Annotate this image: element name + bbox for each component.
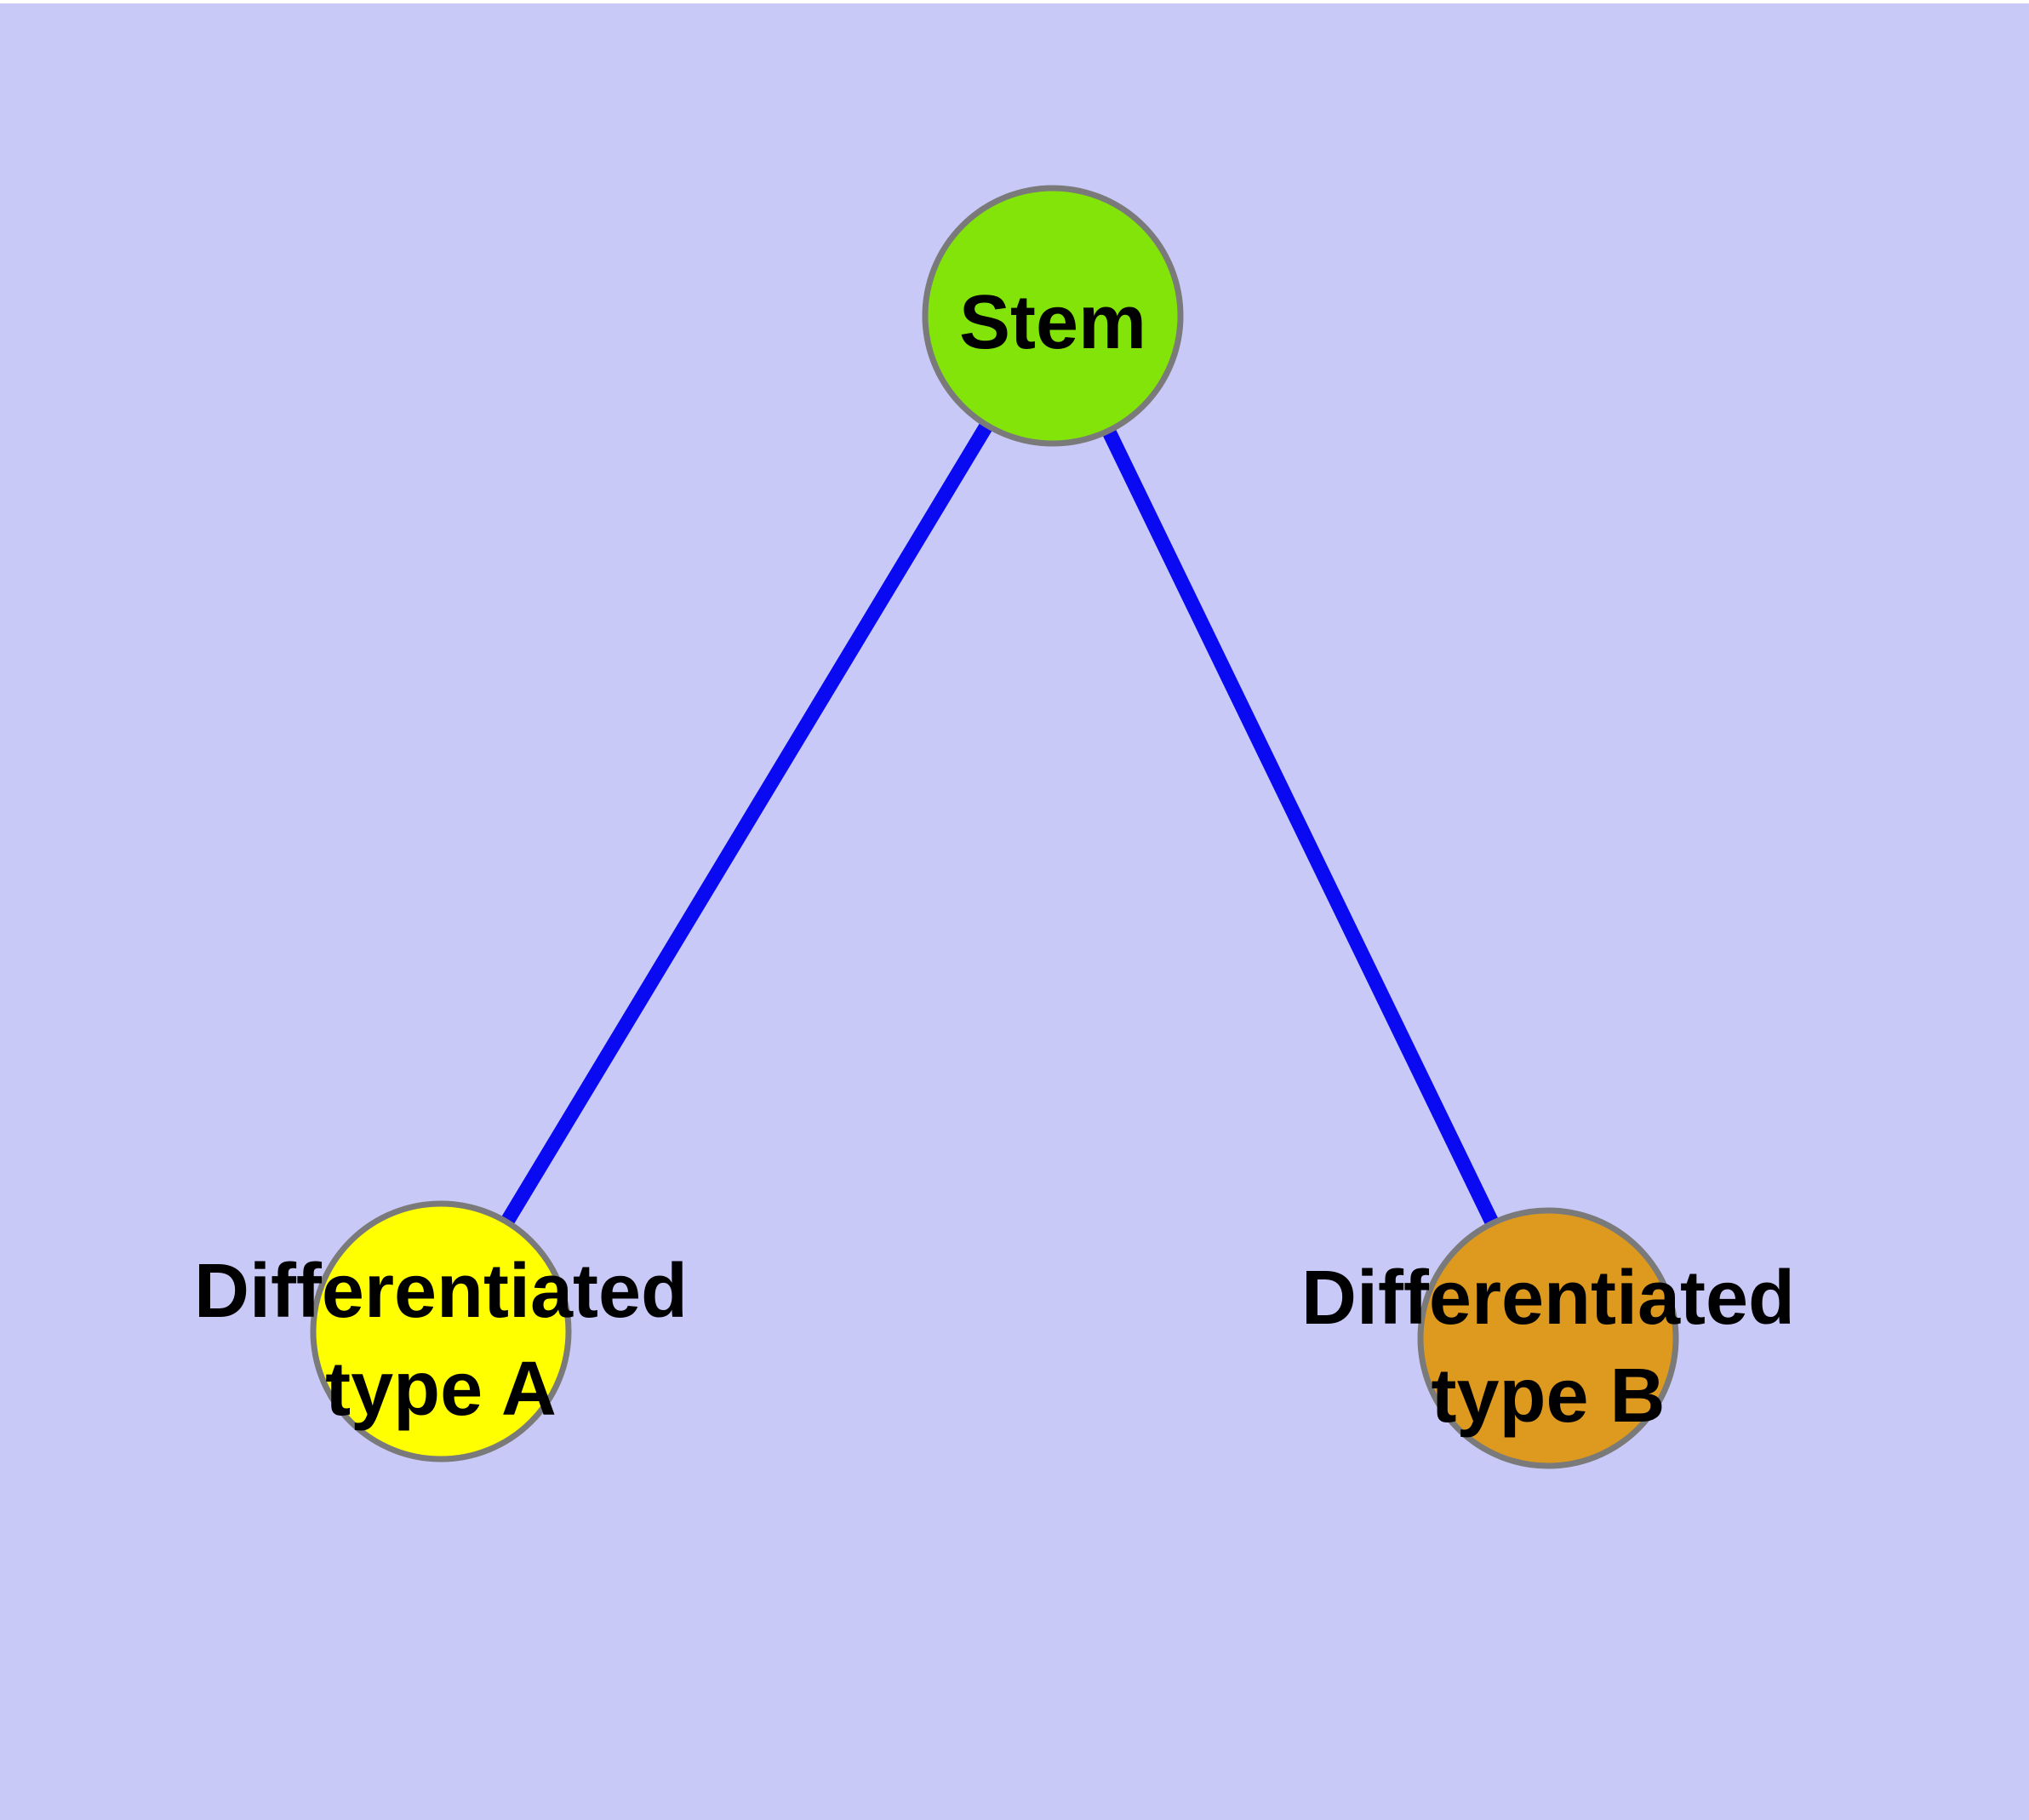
edge-stem-to-type-b — [1046, 312, 1555, 1342]
node-stem — [922, 185, 1184, 447]
node-differentiated-type-b — [1417, 1207, 1679, 1469]
node-type-b-label-line1: Differentiated — [1301, 1256, 1795, 1341]
node-stem-label: Stem — [959, 280, 1146, 365]
node-type-a-label-line1: Differentiated — [194, 1249, 688, 1334]
node-type-a-label-line2: type A — [325, 1347, 557, 1432]
edge-stem-to-type-a — [434, 312, 1060, 1336]
node-differentiated-type-a — [310, 1200, 572, 1462]
node-type-b-label-line2: type B — [1431, 1354, 1665, 1439]
